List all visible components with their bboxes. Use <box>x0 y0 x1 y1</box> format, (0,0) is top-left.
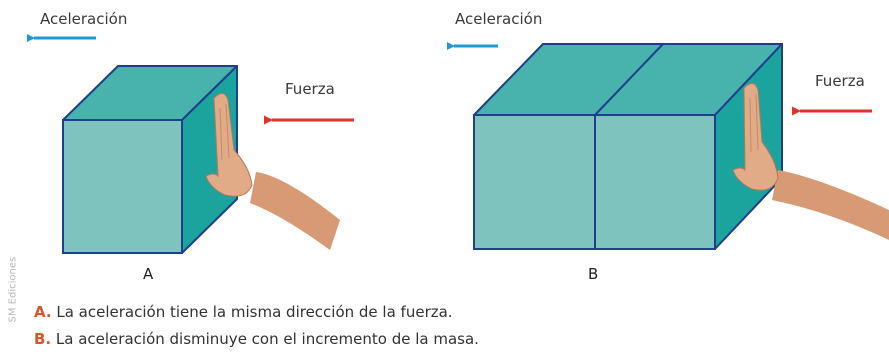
diagram-a: Aceleración Fuerza A <box>27 10 354 283</box>
force-label-a: Fuerza <box>285 80 335 98</box>
caption-b-key: B. <box>34 330 52 348</box>
acceleration-label-b: Aceleración <box>455 10 542 28</box>
box-a-front <box>62 119 183 254</box>
caption-a-text: La aceleración tiene la misma dirección … <box>51 303 453 321</box>
force-acceleration-diagram: Aceleración Fuerza A Aceleración <box>27 10 889 283</box>
publisher-credit: SM Ediciones <box>7 256 19 323</box>
caption-a: A. La aceleración tiene la misma direcci… <box>34 302 453 322</box>
acceleration-label-a: Aceleración <box>40 10 127 28</box>
caption-b: B. La aceleración disminuye con el incre… <box>34 329 479 349</box>
caption-a-key: A. <box>34 303 52 321</box>
diagram-a-letter: A <box>143 265 154 283</box>
pushing-hand-a <box>205 93 340 250</box>
box-b <box>473 43 783 250</box>
diagram-b: Aceleración Fuerza B <box>447 10 889 283</box>
pushing-hand-b <box>732 83 889 240</box>
diagram-b-letter: B <box>588 265 598 283</box>
caption-b-text: La aceleración disminuye con el incremen… <box>51 330 479 348</box>
force-label-b: Fuerza <box>815 72 865 90</box>
box-a <box>62 65 238 254</box>
box-b-top-divider <box>594 43 664 116</box>
